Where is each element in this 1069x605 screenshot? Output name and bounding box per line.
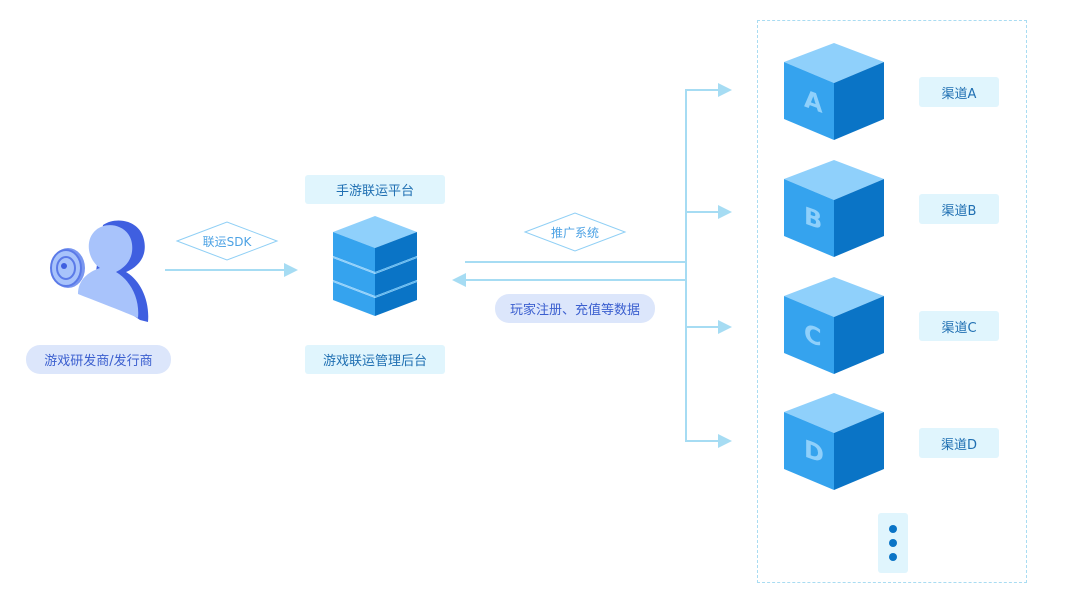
branch-a-arrowhead bbox=[718, 83, 732, 97]
channel-cube-d: D bbox=[784, 393, 884, 490]
branch-d-arrowhead bbox=[718, 434, 732, 448]
promotion-diamond bbox=[523, 212, 627, 252]
platform-backend-label: 游戏联运管理后台 bbox=[305, 345, 445, 374]
sdk-arrowhead bbox=[284, 263, 298, 277]
platform-title: 手游联运平台 bbox=[305, 175, 445, 204]
channel-cube-b: B bbox=[784, 160, 884, 257]
user-with-coin-icon bbox=[50, 220, 149, 322]
branch-b-arrowhead bbox=[718, 205, 732, 219]
branch-c-arrowhead bbox=[718, 320, 732, 334]
channel-label-b: 渠道B bbox=[919, 194, 999, 224]
channel-group bbox=[757, 20, 1027, 583]
channel-label-a: 渠道A bbox=[919, 77, 999, 107]
more-channels-indicator bbox=[878, 513, 908, 573]
channel-cube-a: A bbox=[784, 43, 884, 140]
sdk-diamond bbox=[175, 221, 279, 261]
channel-letter-b: B bbox=[804, 201, 822, 236]
channel-letter-d: D bbox=[804, 434, 824, 469]
sdk-label: 联运SDK bbox=[202, 234, 252, 249]
feedback-label: 玩家注册、充值等数据 bbox=[495, 294, 655, 323]
channel-letter-c: C bbox=[804, 318, 822, 352]
channel-cube-c: C bbox=[784, 277, 884, 374]
channel-letter-a: A bbox=[804, 84, 823, 119]
server-stack-icon bbox=[332, 216, 418, 316]
feedback-arrowhead bbox=[452, 273, 466, 287]
channel-label-c: 渠道C bbox=[919, 311, 999, 341]
promotion-label: 推广系统 bbox=[550, 225, 599, 240]
vertical-ellipsis-icon bbox=[889, 525, 897, 561]
developer-label: 游戏研发商/发行商 bbox=[26, 345, 171, 374]
channel-label-d: 渠道D bbox=[919, 428, 999, 458]
